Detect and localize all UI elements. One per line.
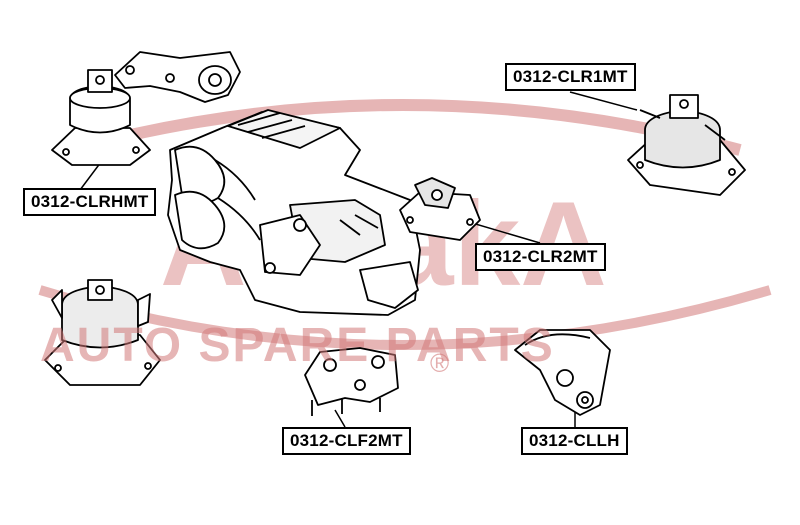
registered-mark: ® — [430, 348, 449, 378]
part-label-cllh[interactable]: 0312-CLLH — [521, 427, 628, 455]
engine-drawing — [167, 109, 421, 316]
mount-drawing-clf2mt — [304, 347, 399, 416]
part-label-clr2mt[interactable]: 0312-CLR2MT — [475, 243, 606, 271]
mount-drawing-clr2mt — [399, 177, 481, 241]
mount-drawing-clr1mt — [627, 94, 746, 196]
part-label-clrhmt[interactable]: 0312-CLRHMT — [23, 188, 157, 216]
part-label-clr1mt[interactable]: 0312-CLR1MT — [505, 63, 636, 91]
mount-drawing-bottom-left — [44, 279, 161, 386]
part-label-clf2mt[interactable]: 0312-CLF2MT — [282, 427, 411, 455]
mount-drawing-clrhmt — [51, 69, 151, 166]
mount-drawing-cllh — [514, 329, 611, 416]
bracket-drawing — [114, 51, 241, 103]
